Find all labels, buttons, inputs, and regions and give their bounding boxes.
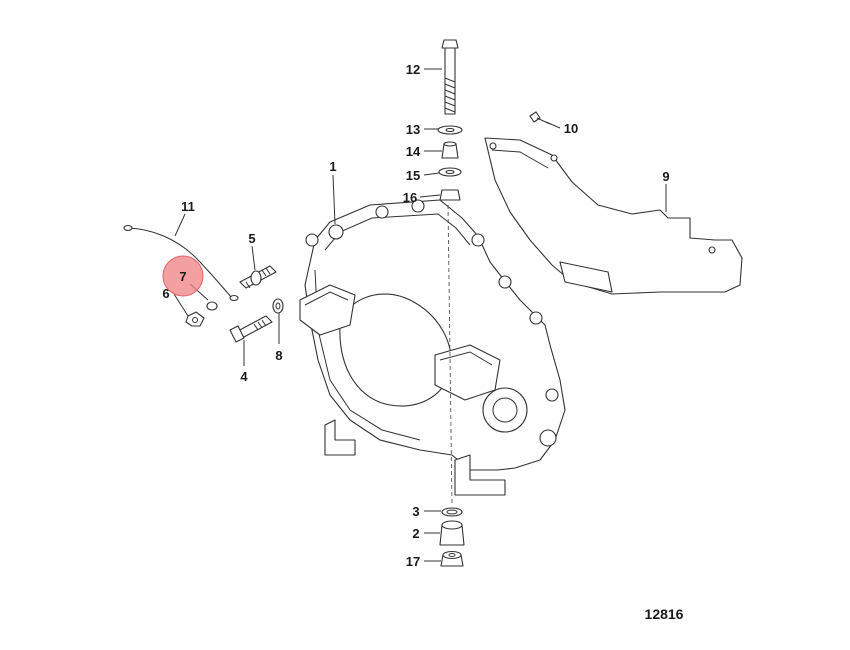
highlight-circle[interactable] [162,255,204,297]
lower-mount-stack [439,507,465,567]
callout-16: 16 [403,190,417,205]
upper-bolt-stack [437,39,463,201]
callout-1: 1 [329,159,336,174]
callout-3: 3 [412,504,419,519]
callout-6: 6 [162,286,169,301]
callout-labels: 1 2 3 4 5 6 8 9 10 11 12 13 14 15 16 17 [162,62,669,569]
callout-12: 12 [406,62,420,77]
callout-11: 11 [181,199,195,214]
callout-7: 7 [179,269,186,284]
highlighted-callout[interactable]: 7 [162,255,204,297]
callout-13: 13 [406,122,420,137]
callout-8: 8 [275,348,282,363]
flywheel-cover [484,137,743,295]
flywheel-housing [299,199,566,506]
leader-lines [173,68,667,562]
callout-14: 14 [406,144,421,159]
left-hardware [123,224,284,343]
callout-10: 10 [564,121,578,136]
callout-4: 4 [240,369,248,384]
callout-15: 15 [406,168,420,183]
figure-number: 12816 [645,606,684,622]
callout-9: 9 [662,169,669,184]
callout-17: 17 [406,554,420,569]
callout-5: 5 [248,231,255,246]
callout-2: 2 [412,526,419,541]
